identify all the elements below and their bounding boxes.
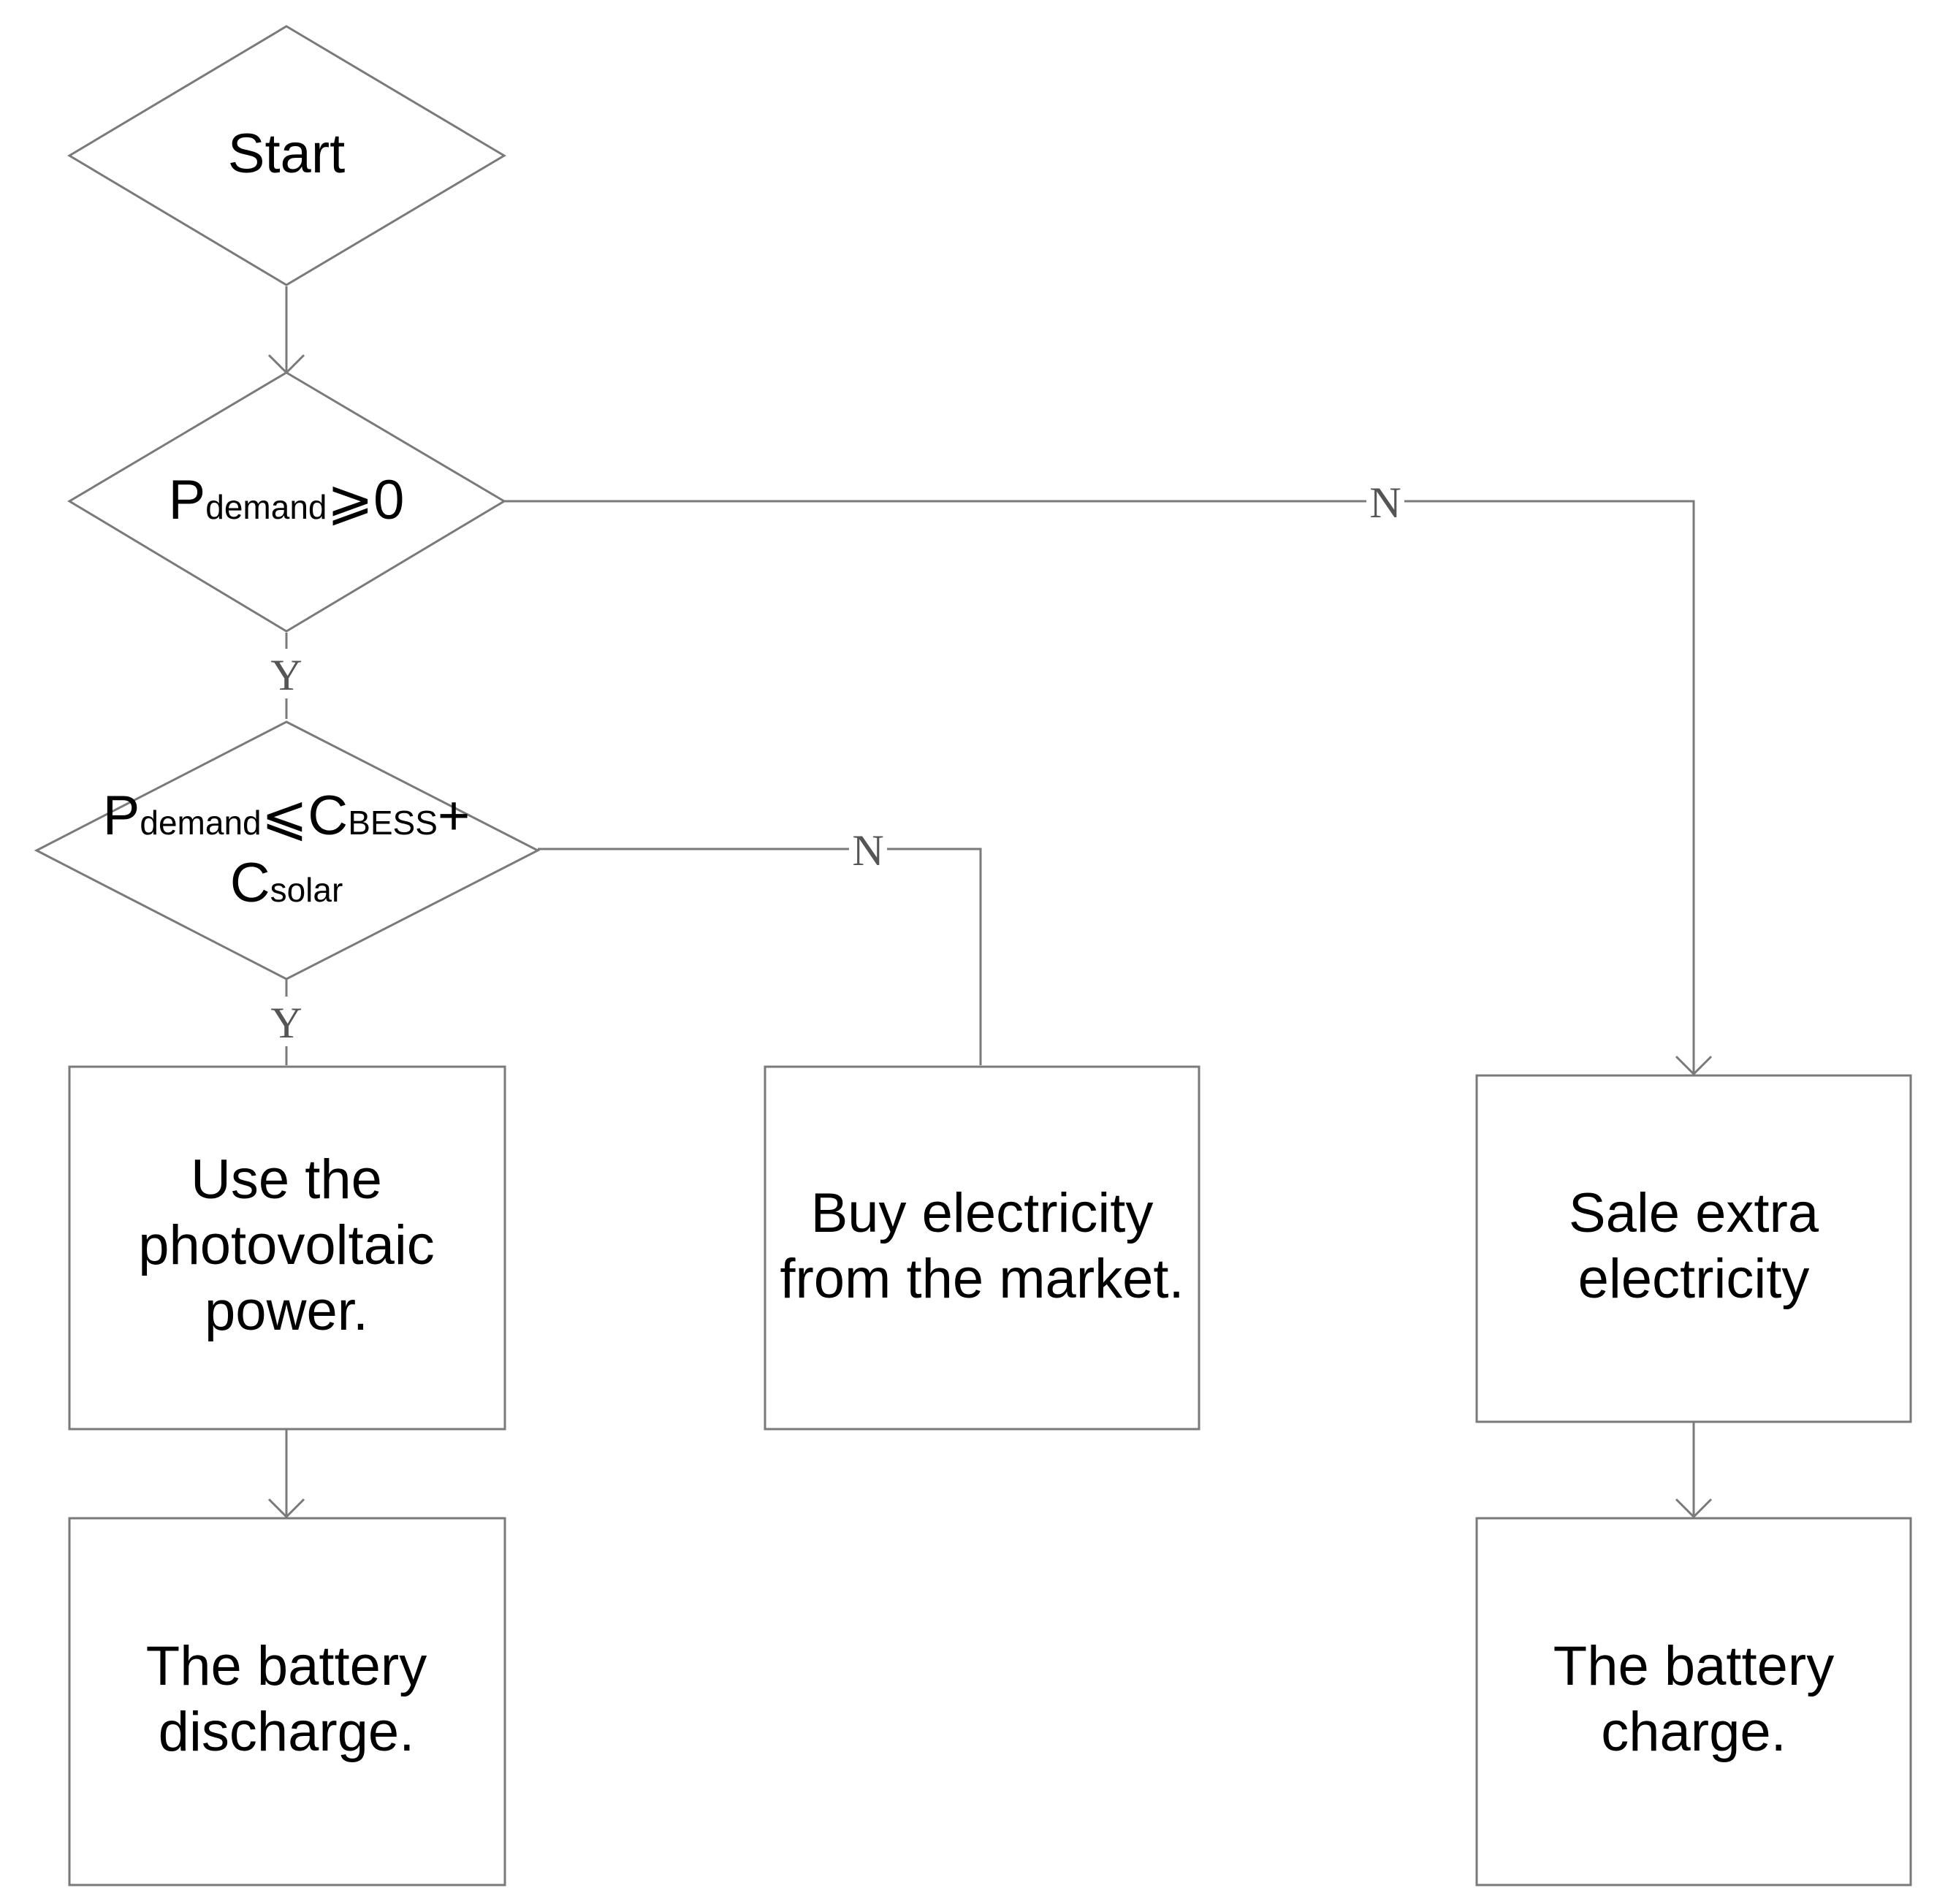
demand-decision-p: P xyxy=(169,469,206,531)
buy-market-label-line-1: Buy electricity xyxy=(811,1182,1154,1244)
battery-discharge-box xyxy=(68,1517,506,1886)
start-node: Start xyxy=(67,25,506,286)
demand-decision-p-subscript: demand xyxy=(205,488,327,526)
capacity-decision-p-subscript: demand xyxy=(140,804,261,842)
arrowhead-pv-to-discharge xyxy=(267,1498,305,1519)
demand-decision-diamond xyxy=(67,371,506,633)
capacity-decision-line-1: Pdemand⩽CBESS+ xyxy=(103,785,471,847)
connector-capacity-no xyxy=(538,848,982,1065)
battery-charge-label-line-1: The battery xyxy=(1553,1635,1834,1697)
connector-demand-no xyxy=(503,500,1695,1073)
start-label: Start xyxy=(228,123,346,185)
branch-label-capacity-no: N xyxy=(852,826,883,875)
arrowhead-sale-to-charge xyxy=(1675,1498,1713,1519)
branch-label-capacity-yes: Y xyxy=(270,999,302,1047)
use-pv-label-line-2: photovoltaic xyxy=(138,1214,435,1276)
capacity-decision-bess-subscript: BESS xyxy=(348,804,438,842)
use-pv-label-line-3: power. xyxy=(205,1280,368,1342)
capacity-decision-plus: + xyxy=(438,785,470,847)
sale-extra-label-line-2: electricity xyxy=(1578,1248,1810,1310)
demand-decision-condition: ⩾0 xyxy=(327,469,404,531)
arrowhead-demand-no xyxy=(1675,1055,1713,1076)
capacity-decision-solar-subscript: solar xyxy=(270,871,343,909)
battery-discharge-label-line-1: The battery xyxy=(146,1635,427,1697)
battery-charge-node: The battery charge. xyxy=(1475,1517,1912,1886)
capacity-decision-c: C xyxy=(230,852,270,914)
capacity-decision-line-2: Csolar xyxy=(230,852,343,914)
battery-discharge-label-line-2: discharge. xyxy=(159,1701,415,1763)
branch-label-demand-no: N xyxy=(1369,479,1401,527)
buy-market-label-line-2: from the market. xyxy=(780,1248,1184,1310)
battery-charge-box xyxy=(1475,1517,1912,1886)
sale-extra-label-line-1: Sale extra xyxy=(1569,1182,1819,1244)
buy-market-box xyxy=(764,1065,1200,1431)
demand-decision-node: Pdemand⩾0 xyxy=(67,371,506,633)
sale-extra-box xyxy=(1475,1074,1912,1423)
use-pv-label-line-1: Use the xyxy=(191,1149,382,1211)
battery-discharge-node: The battery discharge. xyxy=(68,1517,506,1886)
branch-labels: Y N Y N xyxy=(269,476,1404,1047)
start-diamond xyxy=(67,25,506,286)
battery-charge-label-line-2: charge. xyxy=(1601,1701,1786,1763)
capacity-decision-node: Pdemand⩽CBESS+ Csolar xyxy=(34,720,541,980)
capacity-decision-diamond xyxy=(34,720,541,980)
buy-market-node: Buy electricity from the market. xyxy=(764,1065,1200,1431)
demand-decision-label: Pdemand⩾0 xyxy=(169,469,405,531)
use-pv-box xyxy=(68,1065,506,1431)
use-pv-node: Use the photovoltaic power. xyxy=(68,1065,506,1431)
branch-label-demand-yes: Y xyxy=(270,651,302,699)
capacity-decision-operator: ⩽C xyxy=(262,785,349,847)
sale-extra-node: Sale extra electricity xyxy=(1475,1074,1912,1423)
capacity-decision-p: P xyxy=(103,785,140,847)
